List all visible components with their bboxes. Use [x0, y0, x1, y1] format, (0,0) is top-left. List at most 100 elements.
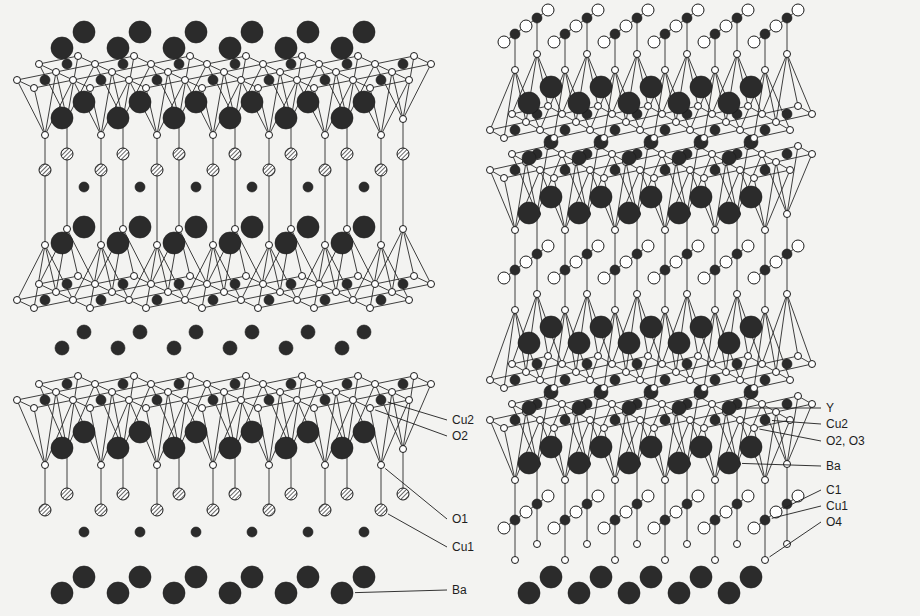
atom-sphere: [154, 242, 161, 249]
atom-sphere: [634, 51, 641, 58]
atom-sphere: [118, 379, 128, 389]
atom-sphere: [740, 76, 762, 98]
bond-line: [787, 294, 812, 364]
bond-line: [740, 70, 765, 130]
atom-sphere: [285, 148, 297, 160]
atom-sphere: [594, 135, 608, 149]
atom-sphere: [560, 375, 570, 385]
atom-sphere: [322, 132, 329, 139]
bond-line: [687, 294, 712, 364]
atom-sphere: [107, 232, 129, 254]
bond-line: [347, 154, 348, 229]
bond-line: [740, 122, 776, 130]
atom-label: Cu1: [452, 540, 474, 554]
atom-sphere: [241, 421, 263, 443]
bond-line: [787, 504, 788, 544]
atom-sphere: [694, 135, 708, 149]
bond-line: [715, 420, 740, 480]
bond-line: [765, 480, 766, 520]
atom-sphere: [243, 373, 250, 380]
bond-line: [590, 70, 615, 130]
atom-sphere: [522, 401, 536, 415]
atom-sphere: [660, 375, 670, 385]
atom-sphere: [532, 359, 542, 369]
atom-sphere: [126, 397, 133, 404]
atom-sphere: [350, 297, 357, 304]
bond-line: [690, 310, 715, 380]
leader-line: [770, 522, 821, 557]
atom-sphere: [712, 227, 719, 234]
atom-sphere: [263, 164, 275, 176]
atom-sphere: [720, 20, 732, 32]
atom-sphere: [551, 135, 558, 142]
atom-sphere: [609, 361, 616, 368]
atom-sphere: [632, 499, 642, 509]
bond-line: [640, 122, 676, 130]
atom-sphere: [609, 151, 616, 158]
atom-sphere: [623, 369, 630, 376]
atom-sphere: [759, 361, 766, 368]
atom-sphere: [572, 151, 586, 165]
atom-sphere: [294, 77, 301, 84]
atom-sphere: [350, 397, 357, 404]
bond-line: [637, 404, 662, 464]
atom-sphere: [174, 379, 184, 389]
atom-sphere: [651, 425, 658, 432]
atom-sphere: [187, 53, 194, 60]
atom-sphere: [96, 395, 106, 405]
atom-sphere: [640, 316, 662, 338]
bond-line: [101, 465, 102, 510]
atom-sphere: [87, 85, 94, 92]
bond-line: [347, 384, 375, 449]
atom-sphere: [723, 119, 730, 126]
atom-sphere: [359, 527, 369, 537]
bond-line: [740, 372, 776, 380]
bond-line: [540, 170, 565, 230]
atom-sphere: [303, 527, 313, 537]
atom-sphere: [751, 385, 758, 392]
atom-sphere: [260, 381, 267, 388]
atom-sphere: [568, 452, 590, 474]
atom-sphere: [36, 281, 43, 288]
atom-sphere: [537, 417, 544, 424]
atom-sphere: [51, 37, 73, 59]
bond-line: [765, 520, 766, 560]
atom-sphere: [673, 369, 680, 376]
atom-sphere: [221, 389, 228, 396]
bond-line: [297, 400, 325, 465]
atom-sphere: [355, 373, 362, 380]
atom-sphere: [286, 279, 296, 289]
atom-sphere: [14, 397, 21, 404]
atom-sphere: [174, 59, 184, 69]
atom-sphere: [651, 385, 658, 392]
atom-sphere: [31, 305, 38, 312]
bond-line: [640, 170, 665, 230]
atom-sphere: [75, 373, 82, 380]
atom-sphere: [107, 582, 129, 604]
atom-sphere: [51, 437, 73, 459]
atom-sphere: [512, 67, 519, 74]
bond-line: [241, 80, 269, 135]
bond-line: [787, 464, 788, 504]
bond-line: [715, 70, 740, 130]
atom-sphere: [350, 77, 357, 84]
atom-sphere: [762, 67, 769, 74]
bond-line: [576, 364, 612, 372]
atom-sphere: [795, 393, 802, 400]
atom-sphere: [659, 401, 666, 408]
atom-sphere: [551, 425, 558, 432]
atom-sphere: [632, 13, 642, 23]
bond-line: [776, 114, 812, 122]
atom-sphere: [568, 332, 590, 354]
atom-sphere: [637, 127, 644, 134]
atom-sphere: [690, 316, 712, 338]
atom-sphere: [208, 395, 218, 405]
atom-sphere: [322, 462, 329, 469]
bond-line: [515, 70, 540, 130]
bond-line: [604, 380, 640, 388]
atom-sphere: [710, 125, 720, 135]
atom-sphere: [378, 242, 385, 249]
atom-sphere: [601, 175, 608, 182]
atom-sphere: [154, 462, 161, 469]
atom-sphere: [548, 36, 560, 48]
